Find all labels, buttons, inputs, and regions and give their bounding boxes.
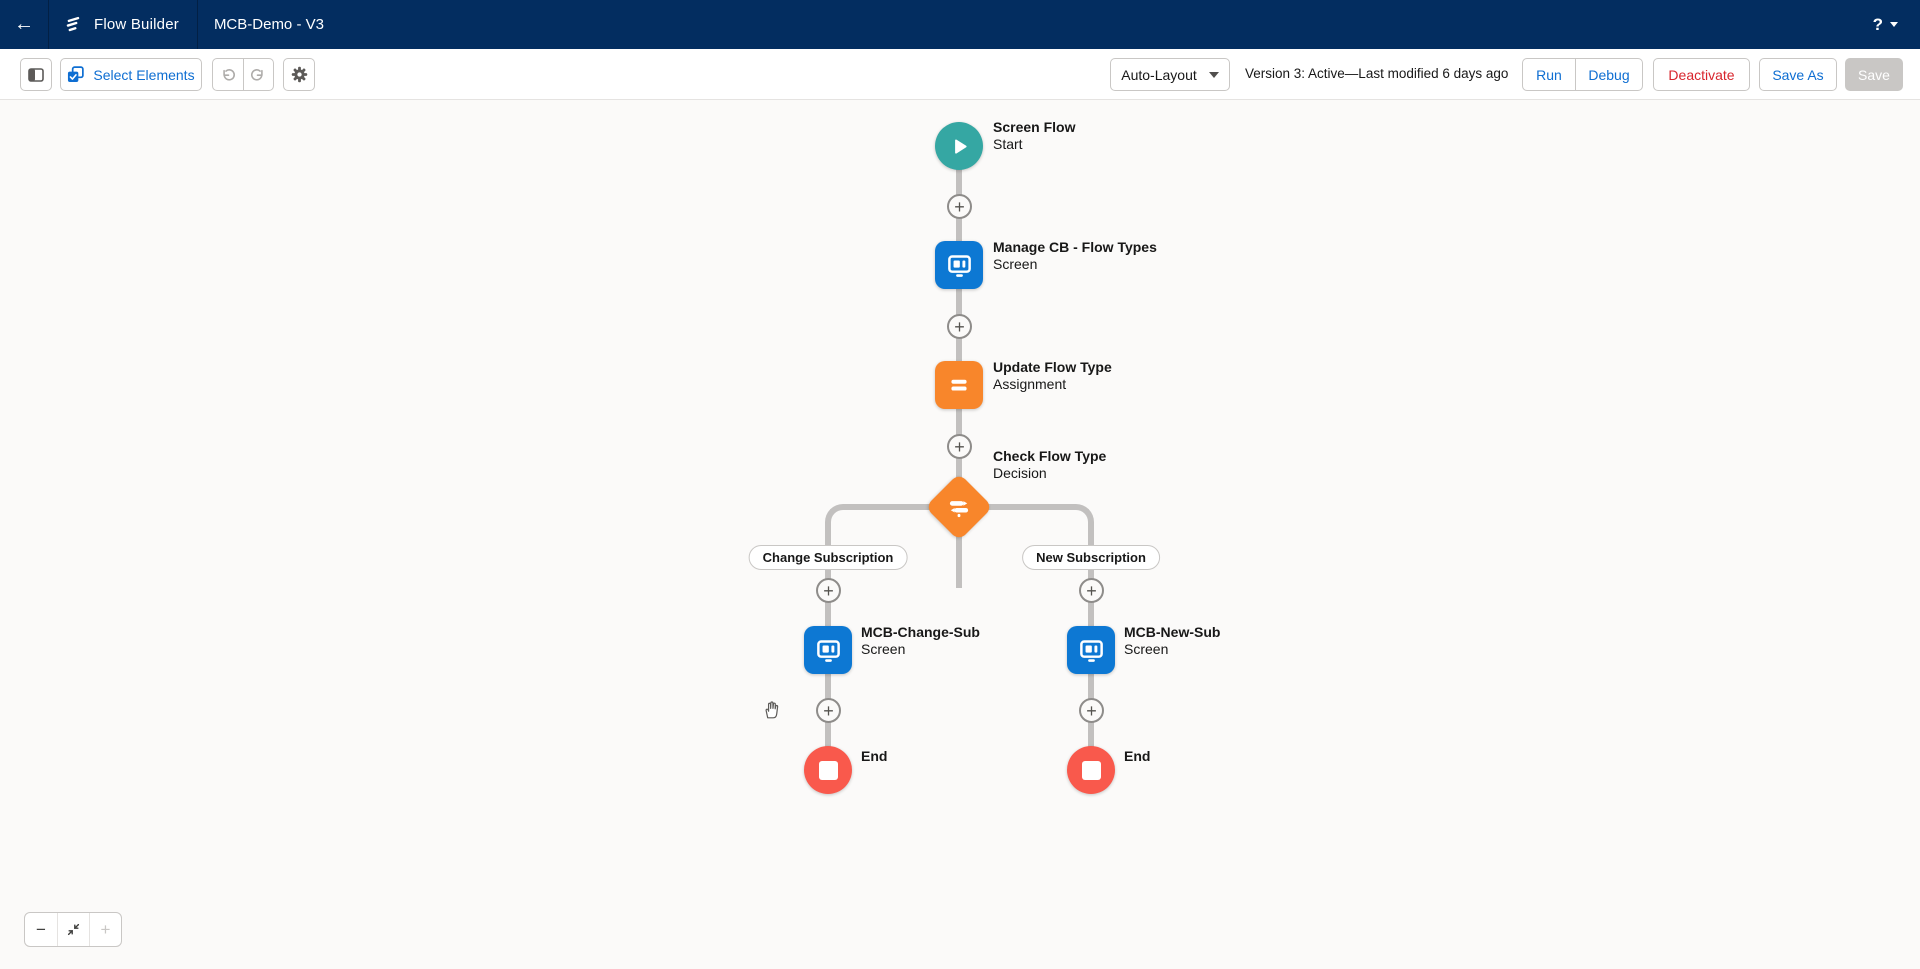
zoom-out-icon: −: [36, 919, 46, 939]
select-elements-icon: [68, 66, 85, 83]
screen-icon: [816, 639, 840, 662]
connector-branch-left-corner: [825, 504, 959, 542]
node-mcb-change-sub[interactable]: [804, 626, 852, 674]
app-title: Flow Builder: [94, 16, 179, 33]
plus-icon: +: [823, 580, 834, 601]
screen-icon: [1079, 639, 1103, 662]
node-update-flow-type-label: Update Flow Type Assignment: [993, 359, 1112, 392]
flow-settings-button[interactable]: [283, 58, 315, 91]
history-button-group: [212, 58, 274, 91]
add-element-button-2[interactable]: +: [947, 314, 972, 339]
node-mcb-change-sub-label: MCB-Change-Sub Screen: [861, 624, 980, 657]
flow-name-title: MCB-Demo - V3: [213, 16, 324, 33]
redo-icon: [251, 68, 264, 81]
layout-mode-dropdown[interactable]: Auto-Layout: [1110, 58, 1230, 91]
node-manage-cb-label: Manage CB - Flow Types Screen: [993, 239, 1157, 272]
assignment-icon: [951, 379, 967, 391]
help-icon: ?: [1872, 14, 1883, 34]
zoom-in-button[interactable]: +: [89, 913, 121, 946]
dropdown-caret-icon: [1208, 71, 1219, 78]
plus-icon: +: [823, 700, 834, 721]
branch-label-change-subscription: Change Subscription: [748, 545, 908, 570]
end-icon: [1081, 760, 1101, 780]
help-menu-button[interactable]: ?: [1873, 15, 1898, 35]
zoom-in-icon: +: [100, 919, 111, 939]
branch-label-new-subscription: New Subscription: [1022, 545, 1160, 570]
layout-mode-value: Auto-Layout: [1121, 66, 1197, 83]
node-start-label: Screen Flow Start: [993, 119, 1076, 152]
deactivate-button[interactable]: Deactivate: [1653, 58, 1750, 91]
node-check-flow-type[interactable]: [925, 473, 993, 541]
add-element-button-1[interactable]: +: [947, 194, 972, 219]
settings-gear-icon: [291, 66, 307, 83]
node-mcb-new-sub[interactable]: [1067, 626, 1115, 674]
add-element-button-5[interactable]: +: [1079, 578, 1104, 603]
save-as-button[interactable]: Save As: [1759, 58, 1837, 91]
add-element-button-4[interactable]: +: [816, 578, 841, 603]
node-end-right[interactable]: [1067, 746, 1115, 794]
flow-canvas[interactable]: Change Subscription New Subscription + +…: [0, 100, 1920, 969]
node-end-right-label: End: [1124, 748, 1151, 764]
screen-icon: [947, 254, 971, 277]
run-button[interactable]: Run: [1536, 66, 1562, 83]
add-element-button-3[interactable]: +: [947, 434, 972, 459]
plus-icon: +: [1086, 580, 1097, 601]
app-brand: Flow Builder: [49, 0, 197, 49]
node-mcb-new-sub-label: MCB-New-Sub Screen: [1124, 624, 1221, 657]
node-start[interactable]: [935, 122, 983, 170]
node-end-left-label: End: [861, 748, 888, 764]
hand-cursor-icon: [765, 701, 779, 719]
header-divider: [48, 0, 49, 49]
header-divider-2: [196, 0, 198, 49]
fit-view-button[interactable]: [57, 913, 89, 946]
save-button[interactable]: Save: [1845, 58, 1903, 91]
flow-builder-icon: [66, 16, 80, 31]
select-elements-button[interactable]: Select Elements: [60, 58, 202, 91]
select-elements-label: Select Elements: [93, 66, 195, 83]
node-check-flow-type-label: Check Flow Type Decision: [993, 448, 1107, 481]
play-icon: [955, 139, 967, 154]
run-debug-group: Run Debug: [1522, 58, 1643, 91]
debug-button[interactable]: Debug: [1575, 59, 1642, 90]
decision-icon: [949, 501, 969, 518]
node-end-left[interactable]: [804, 746, 852, 794]
end-icon: [818, 760, 838, 780]
undo-button[interactable]: [213, 59, 243, 90]
node-update-flow-type[interactable]: [935, 361, 983, 409]
plus-icon: +: [954, 436, 965, 457]
plus-icon: +: [1086, 700, 1097, 721]
help-caret-icon: [1890, 22, 1898, 27]
version-status-text: Version 3: Active—Last modified 6 days a…: [1245, 66, 1509, 81]
zoom-controls: − +: [24, 912, 122, 947]
redo-button[interactable]: [242, 59, 273, 90]
add-element-button-7[interactable]: +: [1079, 698, 1104, 723]
zoom-out-button[interactable]: −: [25, 913, 57, 946]
back-button[interactable]: ←: [0, 0, 48, 49]
panel-toggle-icon: [28, 67, 44, 82]
node-manage-cb-flow-types[interactable]: [935, 241, 983, 289]
connector-branch-right-corner: [959, 504, 1094, 542]
plus-icon: +: [954, 316, 965, 337]
fit-view-icon: [67, 923, 80, 936]
plus-icon: +: [954, 196, 965, 217]
back-arrow-icon: ←: [14, 13, 34, 35]
undo-icon: [223, 68, 235, 81]
toggle-panel-button[interactable]: [20, 58, 52, 91]
app-header: ← Flow Builder MCB-Demo - V3 ?: [0, 0, 1920, 49]
add-element-button-6[interactable]: +: [816, 698, 841, 723]
